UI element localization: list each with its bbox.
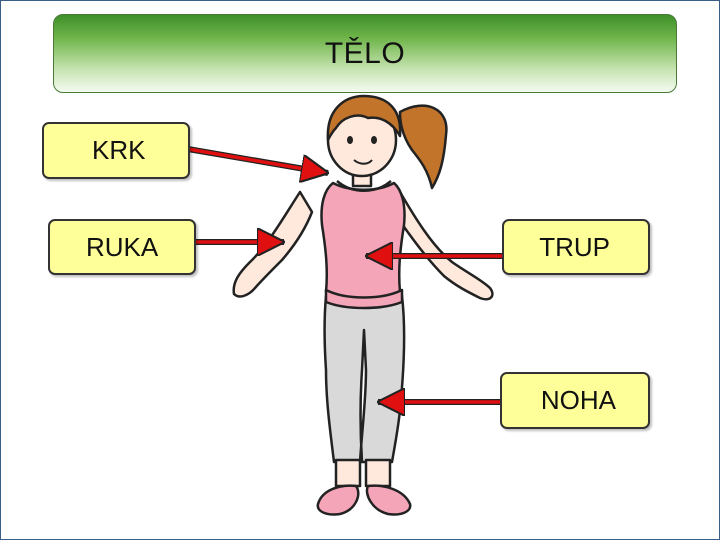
mouth [353, 159, 373, 165]
label-krk: KRK [42, 122, 190, 179]
label-trup-text: TRUP [539, 231, 610, 262]
right-ankle [364, 458, 392, 488]
collar [336, 180, 392, 192]
right-shoe [365, 484, 412, 516]
waistband [324, 288, 404, 310]
label-ruka-text: RUKA [86, 231, 159, 262]
label-noha-text: NOHA [540, 385, 616, 415]
label-ruka: RUKA [48, 219, 196, 275]
right-eye [371, 136, 377, 144]
label-krk-text: KRK [92, 135, 146, 165]
label-noha: NOHA [500, 372, 650, 429]
left-eye [347, 136, 353, 144]
arrow-krk-fill [181, 146, 322, 172]
left-shoe [316, 484, 360, 516]
leggings [323, 294, 406, 464]
hair [326, 94, 402, 142]
slide-title: TĚLO [324, 36, 406, 70]
girl-figure [232, 94, 494, 516]
label-trup: TRUP [502, 219, 650, 275]
ponytail [398, 104, 448, 190]
title-banner: TĚLO [53, 14, 677, 93]
leotard [320, 181, 406, 300]
right-arm [398, 190, 494, 301]
left-ankle [334, 458, 362, 488]
